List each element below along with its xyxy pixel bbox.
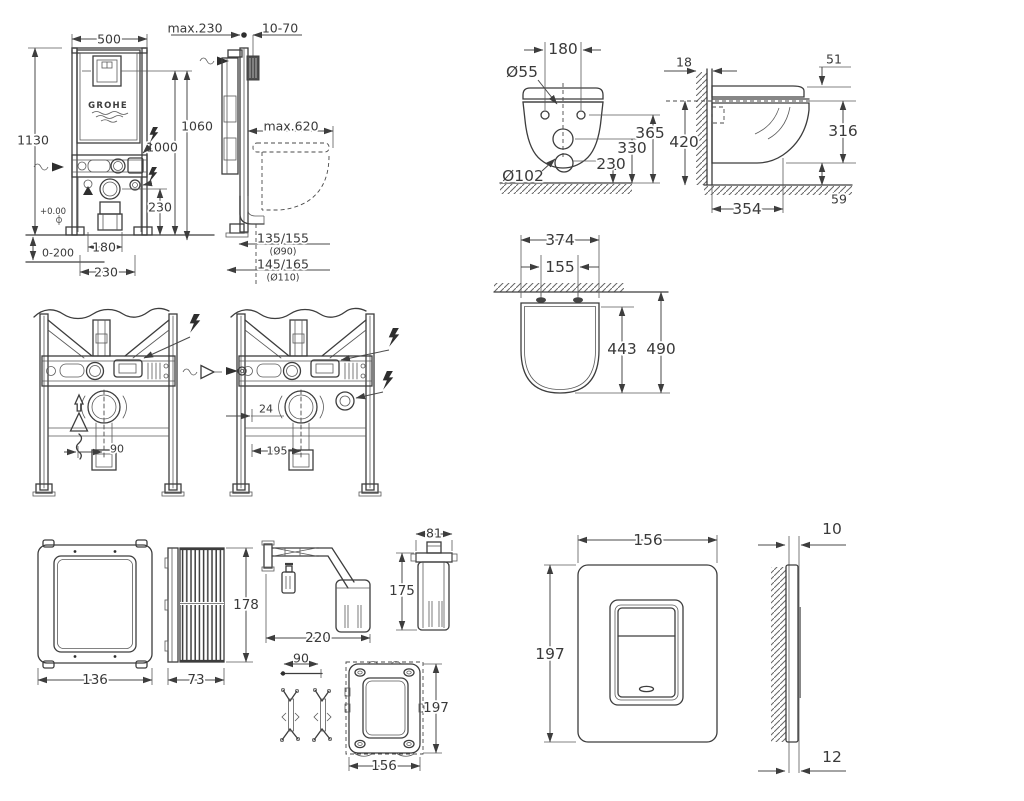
dim-mount-frame-height: 197 [423, 700, 449, 716]
dim-seat-width: 374 [545, 231, 575, 249]
dim-step2-inset: 24 [259, 403, 273, 416]
grohe-logo-waves [91, 111, 129, 123]
install-step2: 24 195 [226, 307, 400, 497]
dim-wall-gap: 10-70 [262, 21, 298, 36]
fixing-clip [279, 688, 300, 743]
flush-plate-front-view: 156 197 [533, 529, 718, 743]
dim-step2-offset: 195 [267, 445, 288, 458]
dim-rod-length: 90 [293, 651, 309, 666]
dim-plate-depth-bottom: 12 [822, 748, 842, 766]
bowl-rear-view: 180 Ø55 Ø102 365 330 230 [499, 38, 667, 194]
dim-actuator-height: 1060 [181, 119, 213, 134]
dim-height: 420 [669, 133, 699, 151]
power-bolt-icon [340, 328, 400, 362]
wall-hatch [494, 283, 624, 292]
next-step-arrow-icon [182, 364, 238, 380]
dim-plate-height: 197 [535, 645, 565, 663]
dim-wall: 18 [676, 55, 692, 70]
dim-reach-max: max.620 [263, 119, 318, 134]
corner-screw-slots [354, 668, 415, 749]
dim-outlet-height: 230 [148, 200, 172, 215]
dim-outlet-a: 135/155 [257, 231, 309, 246]
seat-hinge [573, 297, 583, 303]
datum-label: +0.00 [40, 207, 66, 217]
dim-cistern-height: 1130 [17, 133, 49, 148]
ground-hatch [500, 184, 632, 194]
dim-bolt-dia: Ø55 [506, 63, 538, 81]
datum-icon [56, 215, 63, 225]
dim-plate-width: 156 [633, 531, 663, 549]
install-step1: 90 [32, 307, 238, 497]
dim-container-width: 81 [426, 526, 442, 541]
dim-cover-width: 136 [82, 672, 108, 688]
dim-floor-range: 0-200 [42, 247, 74, 260]
flush-button-slot [638, 685, 655, 693]
water-supply-arrow-icon [33, 162, 64, 172]
supply-arrow-icon [199, 56, 229, 66]
power-bolt-icon [142, 127, 159, 154]
button-back-strip [798, 607, 801, 698]
seat-hinge [536, 297, 546, 303]
seat-top-view: 374 155 443 490 [493, 229, 678, 394]
flush-plate-side-view: 10 12 [758, 518, 846, 775]
dim-bolt-spacing: 180 [548, 40, 578, 58]
power-bolt-icon [142, 167, 158, 187]
dim-seat-total-depth: 490 [646, 340, 676, 358]
dim-cistern-width: 500 [97, 32, 121, 47]
dim-drain-offset: 180 [92, 240, 116, 255]
power-bolt-icon [143, 314, 201, 359]
dim-bracket-length: 220 [305, 630, 331, 646]
ground-hatch [704, 186, 852, 195]
dim-depth: 354 [732, 200, 762, 218]
dim-flush-height: 1000 [146, 140, 178, 155]
dim-seat-depth: 443 [607, 340, 637, 358]
dim-seat: 51 [826, 52, 842, 67]
dim-cover-depth: 73 [187, 672, 204, 688]
power-bolt-icon [355, 371, 394, 400]
inlet-ring [335, 391, 355, 411]
cistern-front-view: GROHE 500 1130 1000 1060 230 0-200 +0.00 [15, 30, 214, 282]
bracket-side-view: 220 [261, 540, 371, 648]
up-arrow-icon [73, 393, 85, 412]
water-squiggle-icon [75, 433, 83, 460]
dim-body: 316 [828, 122, 858, 140]
container-front-view: 81 175 [387, 524, 458, 631]
warning-triangle-icon [69, 411, 89, 432]
dim-clearance: 59 [831, 192, 847, 207]
grohe-logo: GROHE [88, 101, 128, 111]
dim-h-mid: 330 [617, 139, 647, 157]
dim-mount-frame-width: 156 [371, 758, 397, 774]
bottle-icon [281, 562, 296, 594]
dim-plate-depth-top: 10 [822, 520, 842, 538]
rod-and-clips: 90 [279, 649, 332, 743]
wall-hatch [696, 72, 707, 185]
dim-h-low: 230 [596, 155, 626, 173]
flow-arrow-icon [83, 186, 93, 195]
dim-outlet-b: 145/165 [257, 257, 309, 272]
flush-button [617, 607, 676, 698]
fixing-clip [311, 688, 332, 743]
fixing-grommet [237, 366, 247, 376]
wall-hatch [771, 567, 786, 742]
dim-outlet-dia: Ø102 [502, 167, 544, 185]
dim-container-height: 175 [389, 583, 415, 599]
cistern-side-view: max.230 10-70 max.620 135/155 (Ø90) 145/… [166, 19, 334, 286]
dim-outlet-b-dia: (Ø110) [266, 273, 299, 284]
dim-hinge-spacing: 155 [545, 258, 575, 276]
dim-depth-max: max.230 [167, 21, 222, 36]
cover-front-view: 136 [37, 539, 153, 690]
mounting-frame-view: 197 156 [344, 661, 451, 776]
dim-h-top: 365 [635, 124, 665, 142]
bowl-dashed-outline [252, 142, 330, 211]
dim-step1-offset: 90 [110, 443, 124, 456]
bowl-side-view: 18 51 316 420 354 59 [664, 50, 860, 220]
dim-outlet-a-dia: (Ø90) [270, 247, 297, 258]
dim-cover-height: 178 [233, 597, 259, 613]
dim-supply-offset: 230 [94, 265, 118, 280]
cover-side-view: 73 178 [164, 547, 261, 690]
